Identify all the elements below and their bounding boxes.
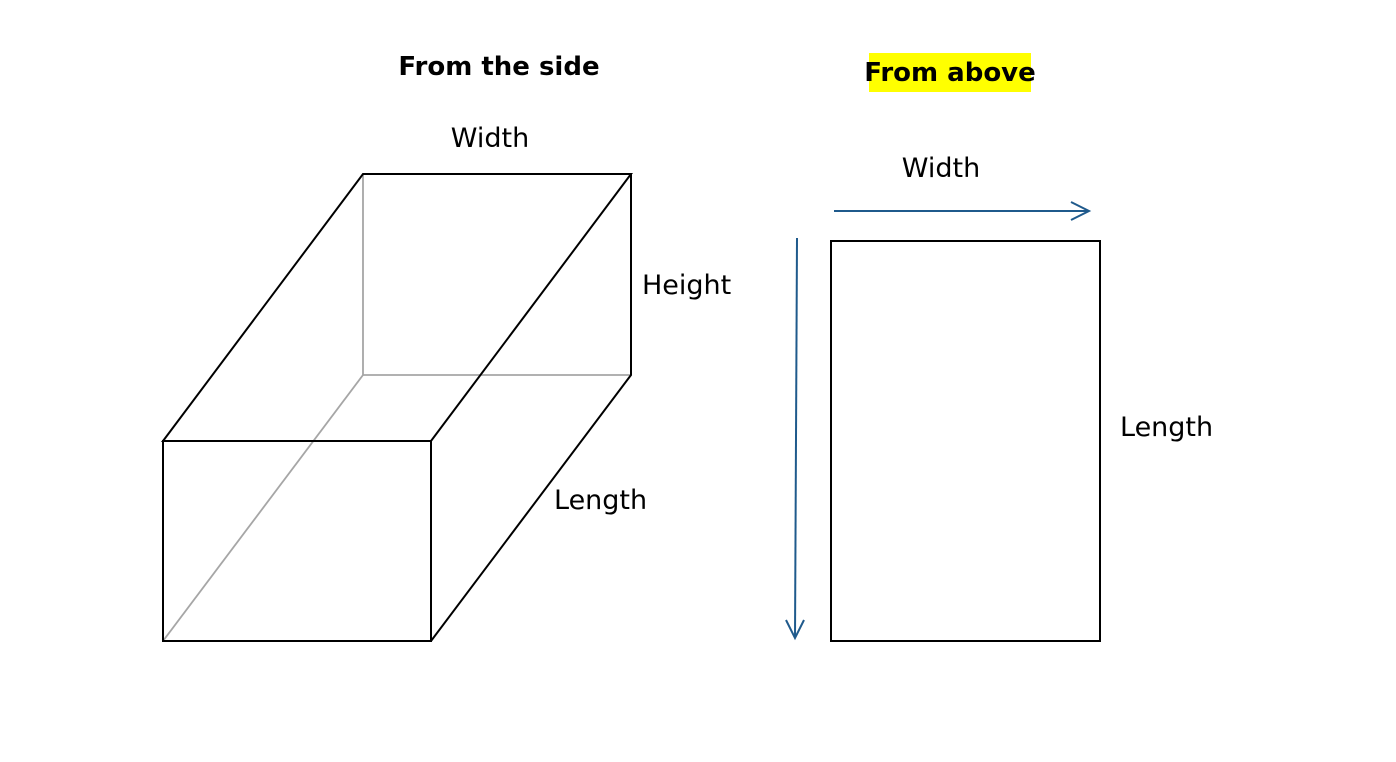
length-arrow-shaft <box>794 237 798 639</box>
width-arrow-head <box>1070 201 1092 221</box>
top-face <box>161 173 633 442</box>
side-view: From the side Width Height Length <box>161 52 731 642</box>
hidden-depth-edge <box>162 374 364 642</box>
side-width-label: Width <box>451 123 529 154</box>
top-view-rectangle <box>830 240 1101 642</box>
right-face-edges <box>430 174 632 642</box>
front-face <box>162 440 432 642</box>
side-length-label: Length <box>554 485 647 516</box>
top-view: From above Width Length <box>785 53 1213 642</box>
title-highlight <box>869 53 1031 92</box>
length-arrow-head <box>785 619 805 641</box>
side-view-title: From the side <box>398 52 599 82</box>
top-length-label: Length <box>1120 412 1213 443</box>
top-width-label: Width <box>902 153 980 184</box>
top-view-title: From above <box>864 58 1036 88</box>
side-height-label: Height <box>642 270 731 301</box>
